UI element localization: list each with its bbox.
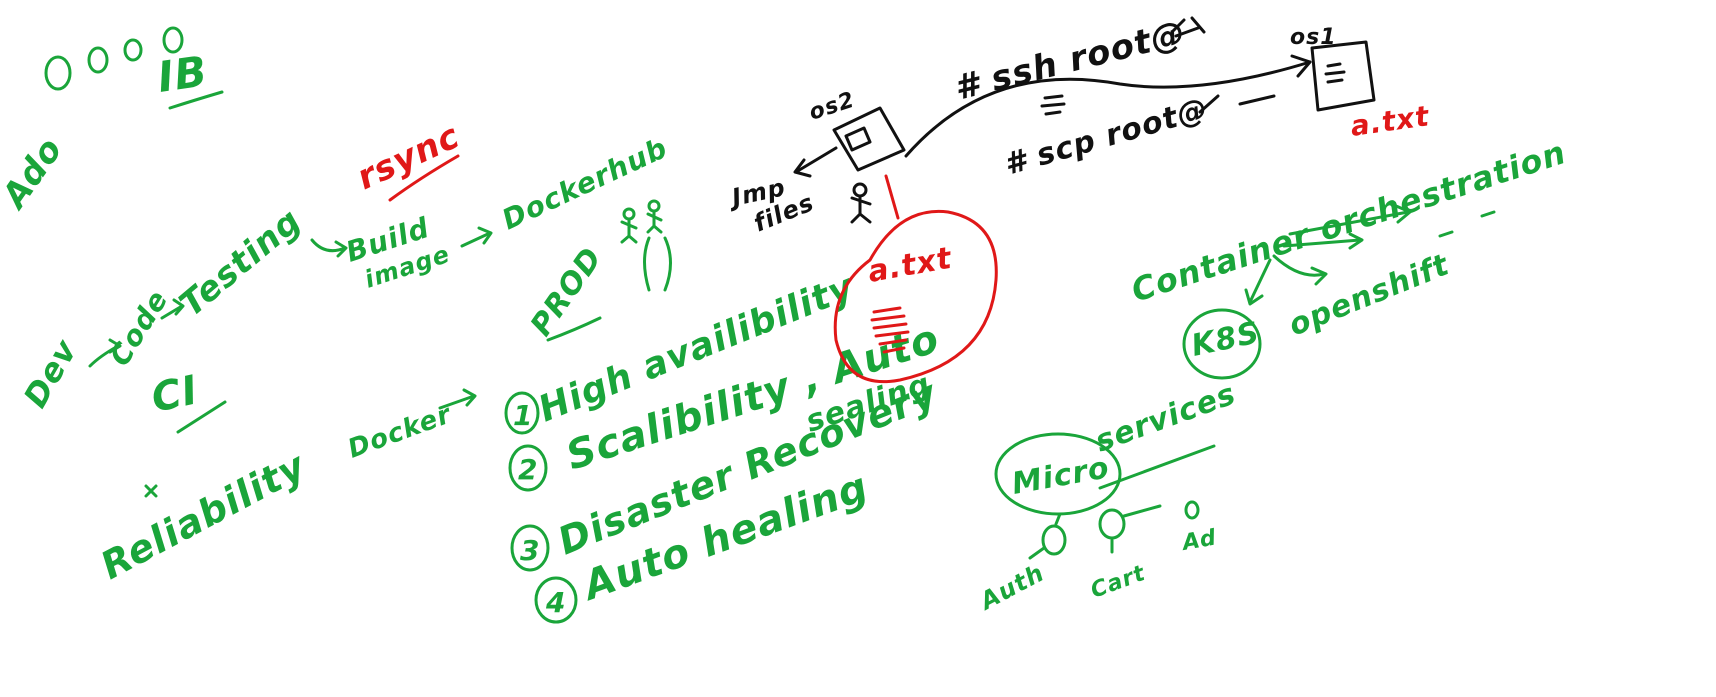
- scp-command: # scp root@: [1001, 91, 1213, 183]
- feature-4-num: 4: [545, 586, 566, 619]
- ssh-arc: [904, 60, 1312, 158]
- ado-note: Ado: [0, 130, 71, 218]
- feature-2-num: 2: [518, 453, 538, 486]
- k8s-circle: [1182, 308, 1262, 380]
- reliability-label: Reliability: [94, 443, 314, 588]
- dev-label: Dev: [16, 332, 85, 414]
- micro-label: Micro: [1009, 450, 1112, 502]
- prod-people-doodle: [620, 199, 672, 292]
- os2-label: os2: [806, 88, 858, 126]
- ssh-diagram: os2 os1 # ssh root@ # scp root@ Jmp file…: [726, 13, 1376, 238]
- red-bar-mark: [884, 174, 900, 220]
- prod-label: PROD: [524, 241, 610, 343]
- rsync-underline: [388, 154, 460, 202]
- circles-doodle: [44, 26, 184, 91]
- openshift-label: openshift: [1284, 247, 1455, 343]
- ci-label: CI: [148, 367, 203, 422]
- ib-underline: [168, 90, 224, 110]
- micro-circle: [994, 432, 1122, 516]
- orchestration-title: Container orchestration: [1127, 133, 1571, 310]
- ssh-command: # ssh root@: [951, 13, 1190, 109]
- services-label: services: [1091, 376, 1241, 459]
- feature-3-num: 3: [520, 534, 540, 567]
- orchestration-section: Container orchestration K8S openshift Mi…: [974, 133, 1571, 616]
- auth-service: Auth: [974, 559, 1049, 617]
- k8s-label: K8S: [1188, 315, 1263, 364]
- os1-box: [1310, 40, 1376, 112]
- os2-box: [832, 106, 906, 172]
- feature-1-num: 1: [513, 399, 533, 432]
- testing-label: Testing: [172, 201, 309, 325]
- code-label: Code: [103, 284, 175, 372]
- ad-service: Ad: [1179, 525, 1219, 556]
- ib-label: IB: [155, 46, 211, 101]
- cart-service: Cart: [1088, 561, 1150, 604]
- ci-underline: [176, 400, 227, 434]
- dockerhub-label: Dockerhub: [497, 131, 673, 236]
- axt-right: a.txt: [1348, 99, 1432, 143]
